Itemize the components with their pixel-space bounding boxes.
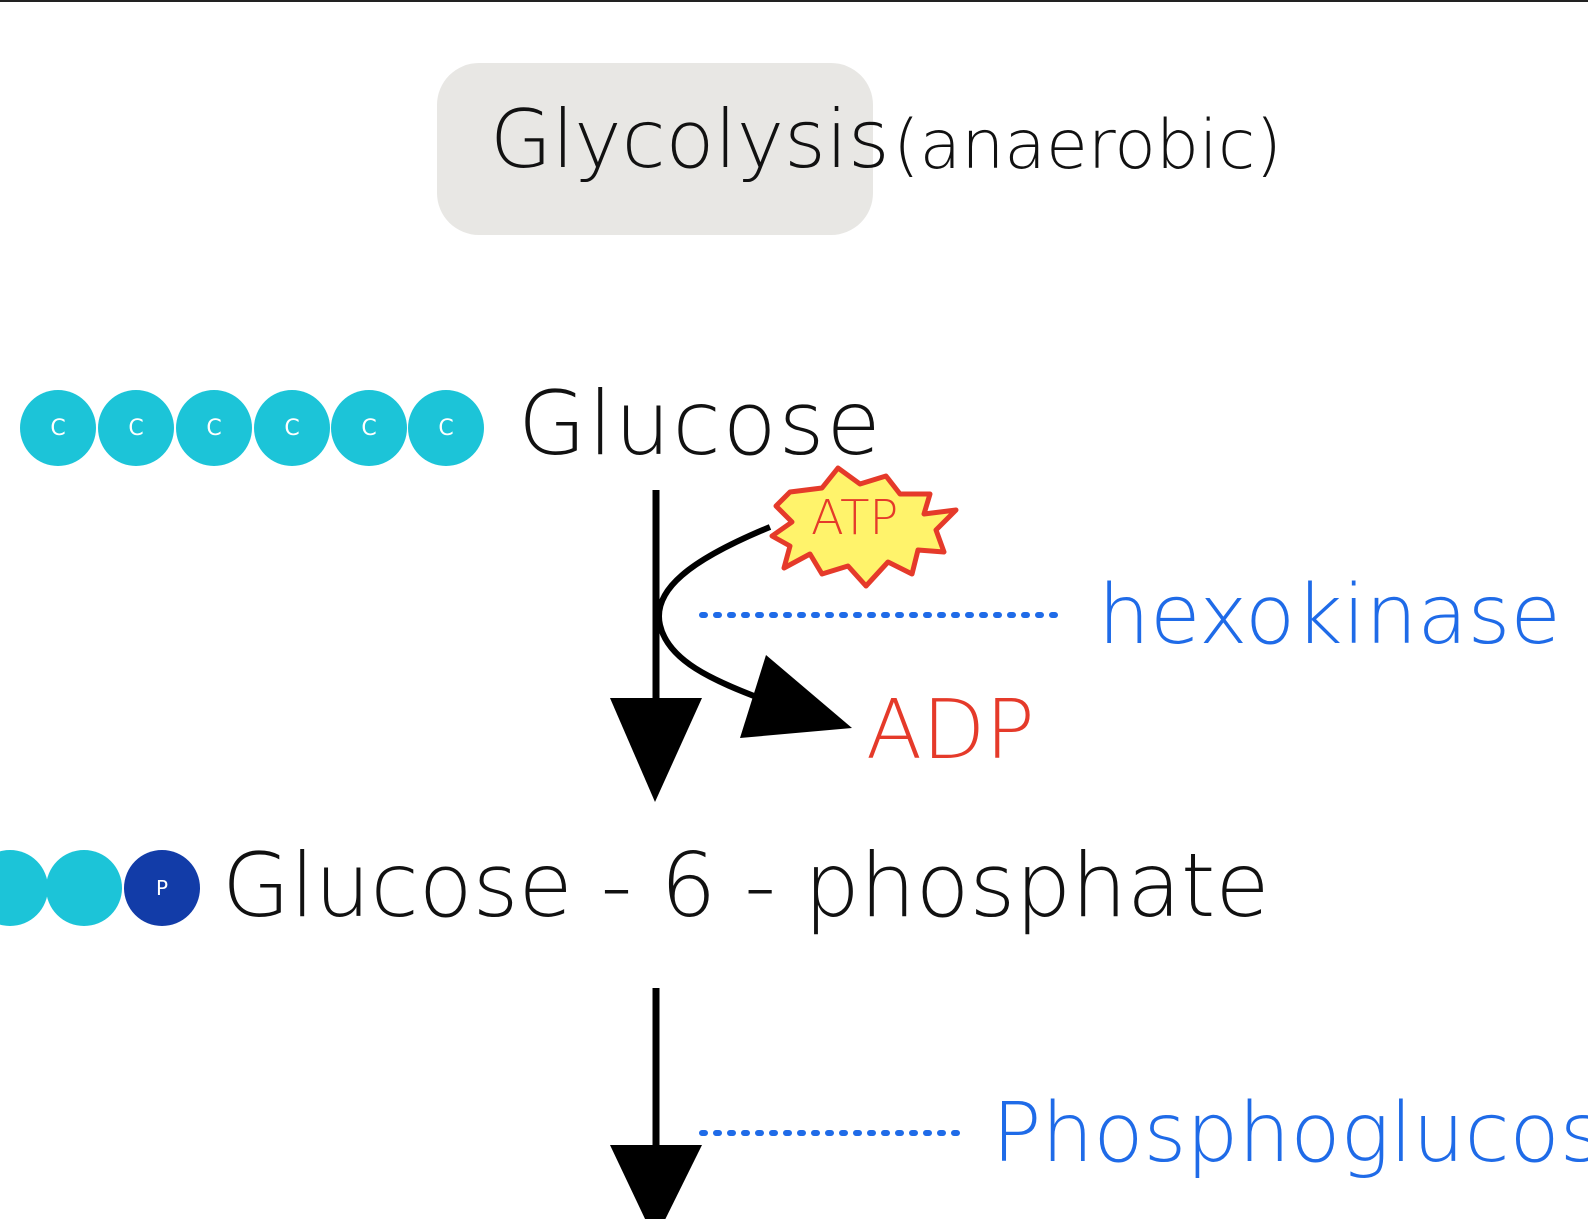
side-arrow-curve <box>655 524 772 705</box>
side-arrow-head <box>740 655 852 738</box>
atp-label: ATP <box>811 490 899 546</box>
enzyme-hexokinase: hexokinase <box>1098 568 1561 663</box>
carbon-atom: C <box>98 390 174 466</box>
phosphate-group: P <box>124 850 200 926</box>
carbon-atom <box>46 850 122 926</box>
adp-label: ADP <box>866 683 1035 778</box>
glucose-6-phosphate-label: Glucose - 6 - phosphate <box>222 834 1270 937</box>
top-border <box>0 0 1588 2</box>
carbon-atom: C <box>331 390 407 466</box>
carbon-atom: C <box>176 390 252 466</box>
atp-burst <box>769 465 959 589</box>
title-pill <box>437 63 873 235</box>
glucose-label: Glucose <box>518 372 883 475</box>
main-arrow-2-head <box>610 1145 702 1219</box>
carbon-atom: C <box>408 390 484 466</box>
carbon-atom: C <box>254 390 330 466</box>
main-arrow-head <box>610 698 702 802</box>
subtitle: (anaerobic) <box>893 106 1282 185</box>
title: Glycolysis <box>490 93 890 186</box>
enzyme-phosphoglucose: Phosphoglucose <box>992 1086 1588 1181</box>
carbon-atom: C <box>20 390 96 466</box>
